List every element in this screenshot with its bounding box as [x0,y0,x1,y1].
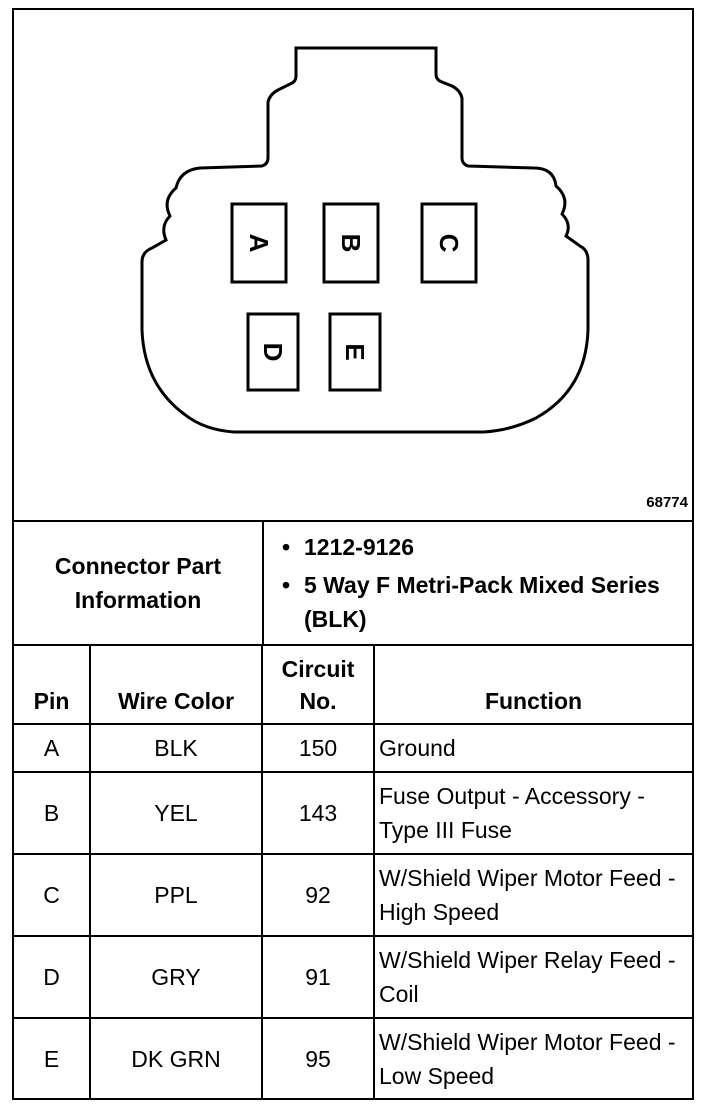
pin-cavity-d [246,312,300,392]
cell-wire-color: YEL [89,771,263,855]
cell-pin: C [14,853,91,937]
cell-wire-color: PPL [89,853,263,937]
document-frame: A B C D E 68774 Connector Part Informati… [12,8,694,1100]
cell-wire-color: DK GRN [89,1017,263,1099]
table-row: C PPL 92 W/Shield Wiper Motor Feed - Hig… [14,853,692,937]
connector-part-number: 1212-9126 [282,530,692,564]
cell-circuit: 95 [261,1017,375,1099]
pin-cavity-e [328,312,382,392]
cell-circuit: 91 [261,935,375,1019]
cell-circuit: 143 [261,771,375,855]
connector-info-table: Connector Part Information 1212-9126 5 W… [14,520,692,646]
pin-table: Pin Wire Color Circuit No. Function A BL… [14,644,692,1099]
header-pin: Pin [14,644,91,725]
cell-pin: D [14,935,91,1019]
pin-label-b: B [336,234,366,253]
connector-description: 5 Way F Metri-Pack Mixed Series (BLK) [282,568,692,636]
pin-table-header: Pin Wire Color Circuit No. Function [14,644,692,725]
pin-cavity-b [322,202,380,284]
connector-housing [140,46,590,434]
pin-label-d: D [258,343,288,362]
cell-function: W/Shield Wiper Motor Feed - Low Speed [373,1017,692,1099]
header-circuit: Circuit No. [261,644,375,725]
table-row: E DK GRN 95 W/Shield Wiper Motor Feed - … [14,1017,692,1099]
pin-cavity-c [420,202,478,284]
pin-label-a: A [244,234,274,253]
header-wire-color: Wire Color [89,644,263,725]
table-row: B YEL 143 Fuse Output - Accessory - Type… [14,771,692,855]
cell-wire-color: GRY [89,935,263,1019]
header-function: Function [373,644,692,725]
cell-pin: A [14,723,91,773]
pin-label-c: C [434,234,464,253]
connector-outline-drawing: A B C D E [140,46,590,434]
cell-function: Ground [373,723,692,773]
cell-circuit: 150 [261,723,375,773]
cell-function: Fuse Output - Accessory - Type III Fuse [373,771,692,855]
cell-pin: E [14,1017,91,1099]
table-row: D GRY 91 W/Shield Wiper Relay Feed - Coi… [14,935,692,1019]
cell-function: W/Shield Wiper Motor Feed - High Speed [373,853,692,937]
cell-circuit: 92 [261,853,375,937]
cell-function: W/Shield Wiper Relay Feed - Coil [373,935,692,1019]
connector-part-info-label: Connector Part Information [14,520,264,646]
figure-id: 68774 [646,494,688,511]
table-row: A BLK 150 Ground [14,723,692,773]
pin-label-e: E [340,343,370,360]
cell-pin: B [14,771,91,855]
cell-wire-color: BLK [89,723,263,773]
connector-diagram: A B C D E 68774 [14,10,692,520]
connector-part-info-list: 1212-9126 5 Way F Metri-Pack Mixed Serie… [262,520,692,646]
pin-cavity-a [230,202,288,284]
